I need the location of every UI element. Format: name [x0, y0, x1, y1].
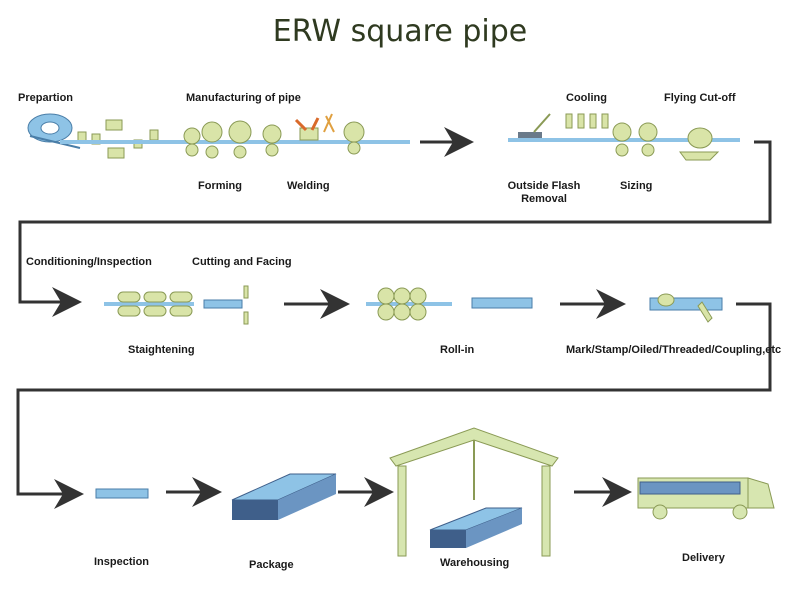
leveler-rollers [77, 119, 159, 159]
label-roll-in: Roll-in [440, 344, 475, 356]
label-conditioning: Conditioning/Inspection [26, 256, 152, 268]
label-manufacturing: Manufacturing of pipe [186, 92, 301, 104]
label-delivery: Delivery [682, 552, 725, 564]
label-welding: Welding [287, 180, 330, 192]
label-flying-cutoff: Flying Cut-off [664, 92, 736, 104]
cutting-blade [243, 285, 249, 325]
label-warehousing: Warehousing [440, 557, 510, 569]
flash-removal-tool [518, 113, 551, 138]
label-inspection: Inspection [94, 556, 150, 568]
label-outside-flash: Outside Flash Removal [507, 180, 581, 205]
marking-machine [649, 293, 723, 323]
rolled-pipe [471, 297, 533, 309]
welding-unit [294, 113, 365, 155]
flying-cutoff-unit [679, 127, 720, 161]
label-straightening: Staightening [128, 344, 195, 356]
preparation-coil [27, 113, 81, 149]
label-forming: Forming [198, 180, 242, 192]
cut-pipe-piece [203, 299, 243, 309]
forming-rollers [183, 120, 282, 159]
connector-1 [18, 140, 772, 317]
sizing-rollers [612, 122, 658, 157]
package-bundle [231, 473, 337, 520]
delivery-truck [637, 477, 775, 520]
roll-in-rollers [377, 287, 427, 321]
inspection-pipe [95, 488, 149, 499]
label-package: Package [249, 559, 294, 571]
diagram-title: ERW square pipe [272, 14, 528, 49]
straightening-rollers [117, 291, 193, 317]
connector-2 [16, 302, 772, 509]
label-prepartion: Prepartion [18, 92, 74, 104]
label-sizing: Sizing [620, 180, 653, 192]
label-cooling: Cooling [566, 92, 607, 104]
label-cutting-facing: Cutting and Facing [192, 256, 292, 268]
label-mark: Mark/Stamp/Oiled/Threaded/Coupling,etc [566, 344, 782, 356]
cooling-nozzles [565, 113, 609, 129]
warehouse [389, 427, 559, 557]
